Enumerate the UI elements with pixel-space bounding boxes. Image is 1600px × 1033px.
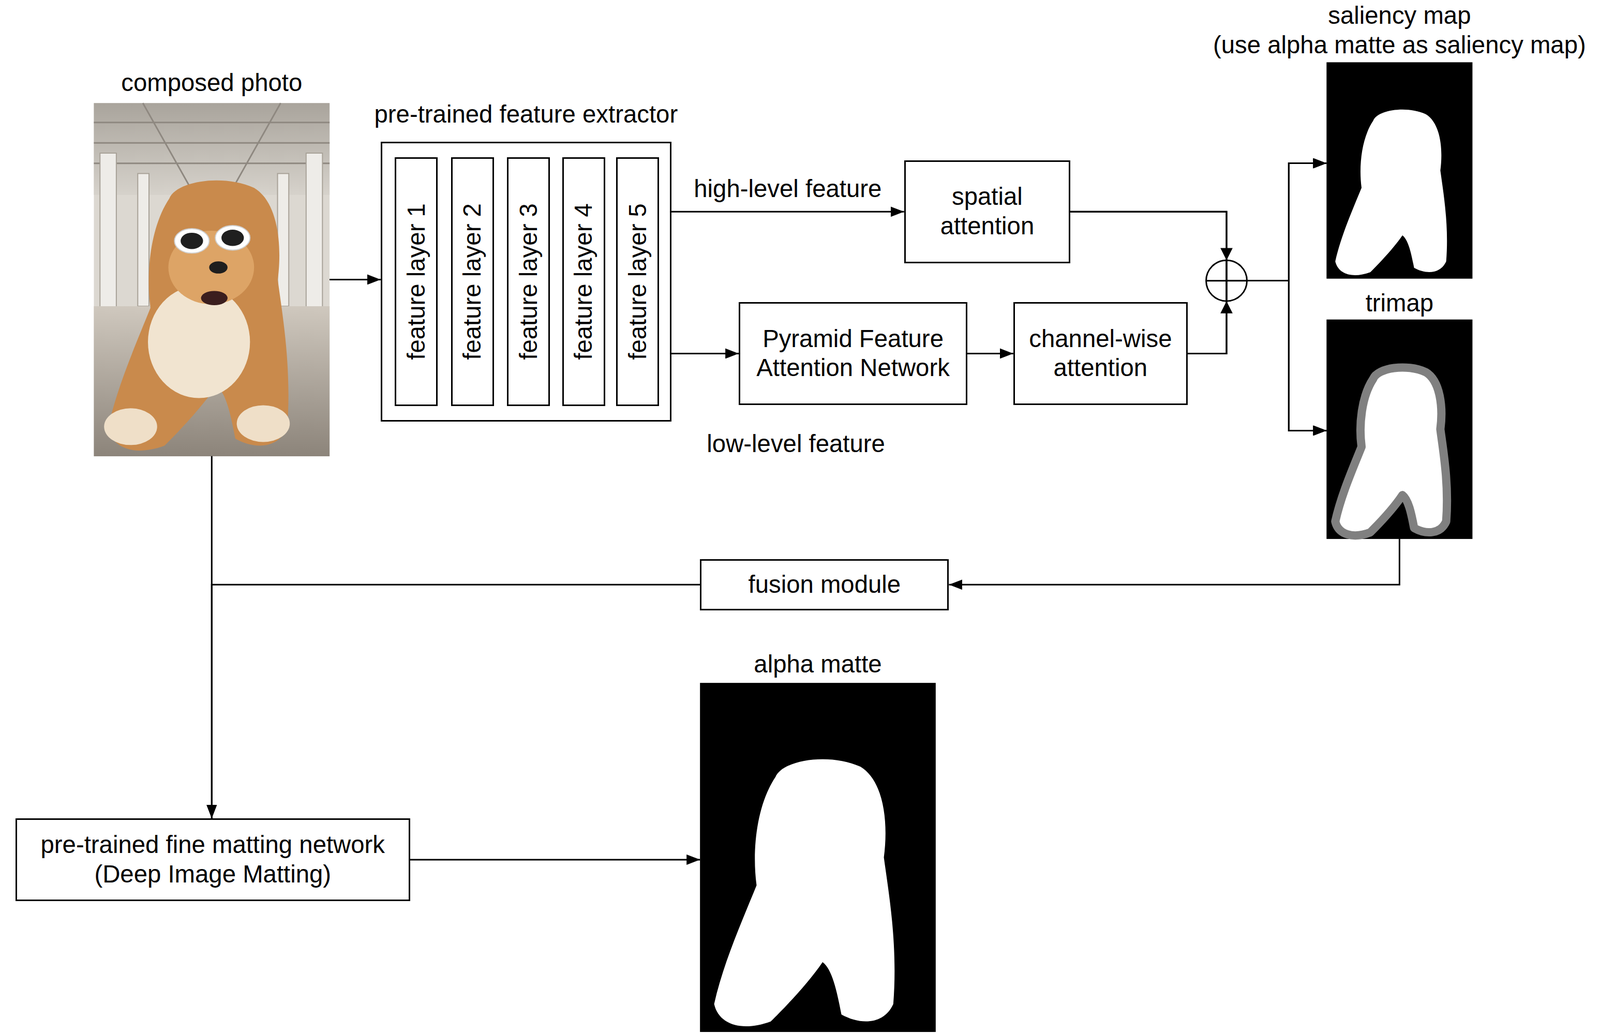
title-group: trimap [291, 288, 1600, 319]
feature-layer: feature layer 5 [616, 157, 660, 407]
process-box: Pyramid Feature Attention Network [738, 302, 968, 406]
dog-nose [208, 261, 228, 274]
alpha-matte-panel: alpha matte [699, 682, 936, 1033]
sunglasses-frame [174, 228, 209, 253]
flow-arrow [967, 352, 1014, 355]
node-label: pre-trained fine matting network (Deep I… [28, 830, 397, 890]
saliency-map-image [1326, 62, 1473, 279]
edge-label-holder: low-level feature [703, 429, 889, 459]
map-background [1326, 319, 1473, 540]
unknown-band [1335, 367, 1447, 536]
dog-paw [103, 408, 158, 445]
saliency-panel: saliency map(use alpha matte as saliency… [1326, 62, 1473, 279]
alpha-matte-image [699, 682, 936, 1033]
node-label: spatial attention [915, 182, 1059, 242]
process-box: spatial attention [904, 160, 1071, 264]
photo-pillar [306, 153, 323, 317]
panel-title: (use alpha matte as saliency map) [1213, 30, 1587, 61]
sunglasses-frame [215, 225, 250, 250]
flow-arrow [329, 278, 381, 281]
edge-label-holder: high-level feature [690, 174, 885, 204]
node-label: feature layer 1 [401, 203, 431, 361]
flow-arrow [671, 352, 739, 355]
dog-chest [147, 286, 250, 399]
flow-arrow [211, 584, 700, 819]
photo-panel: composed photo [93, 102, 330, 457]
feature-layer: feature layer 2 [451, 157, 495, 407]
title-group: alpha matte [0, 649, 1600, 680]
panel-title: composed photo [121, 68, 303, 98]
flow-arrow [1187, 163, 1327, 354]
panel-title: trimap [1365, 288, 1434, 319]
ceiling-beams [93, 102, 330, 194]
node-label: feature layer 5 [622, 203, 653, 361]
photo-pillar [99, 153, 117, 317]
feature-layer: feature layer 4 [562, 157, 606, 407]
photo-background [93, 102, 330, 457]
photo-pillar [137, 173, 149, 307]
flow-arrow [948, 539, 1400, 586]
feature-layer: feature layer 3 [506, 157, 550, 407]
title-group: composed photo [0, 68, 1365, 98]
node-label: feature layer 2 [457, 203, 488, 361]
foreground-silhouette [1335, 109, 1447, 276]
title-group: saliency map(use alpha matte as saliency… [291, 1, 1600, 61]
node-label: fusion module [748, 570, 902, 600]
process-box: fusion module [699, 559, 949, 611]
title-group: pre-trained feature extractor [0, 99, 1600, 130]
foreground-silhouette [714, 759, 895, 1027]
flow-arrow [211, 456, 213, 819]
node-label: channel-wise attention [1022, 324, 1178, 384]
node-label: feature layer 3 [513, 203, 544, 361]
process-box: pre-trained fine matting network (Deep I… [15, 818, 411, 902]
panel-title: pre-trained feature extractor [374, 99, 679, 130]
extractor-frame: feature layer 1 feature layer 2 feature la… [380, 141, 672, 422]
map-background [1326, 62, 1473, 279]
sunglasses-lens [221, 229, 244, 247]
flow-arrow [1187, 280, 1327, 431]
composed-photo-image [93, 102, 330, 457]
trimap-panel: trimap [1326, 319, 1473, 539]
flow-arrow [671, 211, 905, 213]
panel-title: alpha matte [753, 649, 882, 680]
map-background [699, 682, 936, 1033]
feature-layer: feature layer 1 [394, 157, 438, 407]
trimap-image [1326, 319, 1473, 540]
node-label: feature layer 4 [569, 203, 599, 361]
flow-arrow [410, 858, 700, 861]
sunglasses-lens [180, 232, 203, 250]
process-box: channel-wise attention [1013, 302, 1188, 406]
photo-pillar [277, 173, 290, 307]
dog-paw [236, 405, 291, 442]
dog-mouth [201, 290, 228, 306]
panel-title: saliency map [1327, 1, 1471, 31]
edge-label: high-level feature [690, 174, 885, 204]
edge-label: low-level feature [703, 429, 889, 459]
node-label: Pyramid Feature Attention Network [748, 324, 958, 384]
